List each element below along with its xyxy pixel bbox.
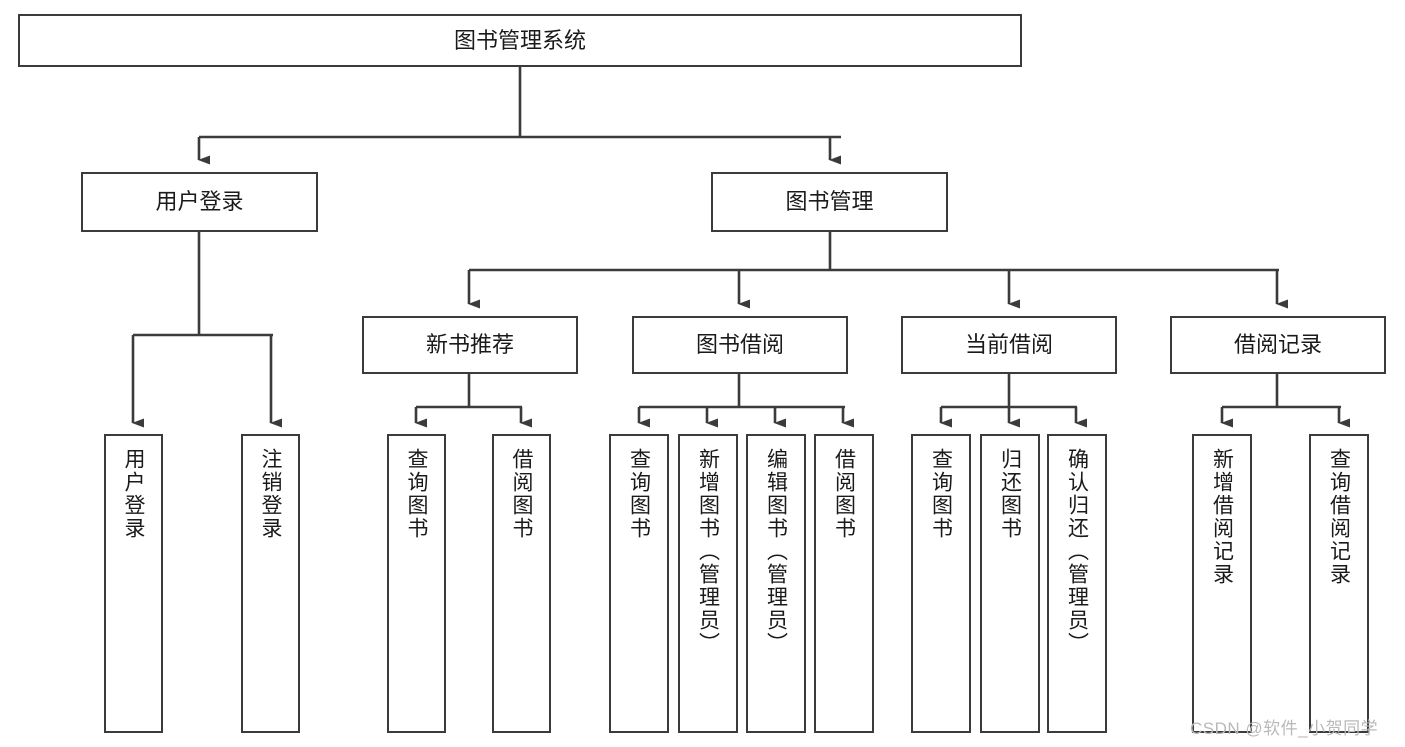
node-label: 归还图书: [998, 448, 1022, 540]
node-label: 图书借阅: [695, 332, 784, 358]
node-leaf-query-record[interactable]: 查询借阅记录: [1309, 434, 1369, 733]
node-label: 用户登录: [122, 448, 145, 540]
node-label: 新书推荐: [425, 332, 514, 358]
node-leaf-user-login[interactable]: 用户登录: [104, 434, 163, 733]
node-leaf-add-record[interactable]: 新增借阅记录: [1192, 434, 1252, 733]
node-leaf-edit-book[interactable]: 编辑图书（管理员）: [746, 434, 806, 733]
node-root-system[interactable]: 图书管理系统: [18, 14, 1022, 67]
node-leaf-query-book-1[interactable]: 查询图书: [387, 434, 446, 733]
node-label: 确认归还（管理员）: [1065, 448, 1089, 655]
node-label: 编辑图书（管理员）: [764, 448, 788, 655]
node-label: 当前借阅: [964, 332, 1053, 358]
node-leaf-logout-login[interactable]: 注销登录: [241, 434, 300, 733]
node-book-borrow[interactable]: 图书借阅: [632, 316, 848, 374]
node-leaf-query-book-2[interactable]: 查询图书: [609, 434, 669, 733]
node-label: 图书管理: [785, 189, 874, 215]
node-user-login[interactable]: 用户登录: [81, 172, 318, 232]
node-new-book-recommend[interactable]: 新书推荐: [362, 316, 578, 374]
node-label: 新增借阅记录: [1210, 448, 1234, 586]
csdn-watermark: CSDN @软件_小贺同学: [1190, 719, 1379, 738]
node-label: 注销登录: [259, 448, 282, 540]
node-label: 查询借阅记录: [1327, 448, 1351, 586]
node-label: 用户登录: [155, 189, 244, 215]
node-leaf-add-book[interactable]: 新增图书（管理员）: [678, 434, 738, 733]
node-current-borrow[interactable]: 当前借阅: [901, 316, 1117, 374]
node-leaf-borrow-book-1[interactable]: 借阅图书: [492, 434, 551, 733]
node-label: 借阅图书: [832, 448, 856, 540]
node-leaf-return-book[interactable]: 归还图书: [980, 434, 1040, 733]
node-label: 借阅图书: [510, 448, 533, 540]
node-leaf-confirm-return[interactable]: 确认归还（管理员）: [1047, 434, 1107, 733]
node-label: 查询图书: [627, 448, 651, 540]
node-book-management[interactable]: 图书管理: [711, 172, 948, 232]
node-label: 新增图书（管理员）: [696, 448, 720, 655]
node-label: 借阅记录: [1233, 332, 1322, 358]
node-label: 查询图书: [405, 448, 428, 540]
node-label: 图书管理系统: [453, 27, 586, 53]
node-leaf-borrow-book-2[interactable]: 借阅图书: [814, 434, 874, 733]
node-borrow-record[interactable]: 借阅记录: [1170, 316, 1386, 374]
node-label: 查询图书: [929, 448, 953, 540]
node-leaf-query-book-3[interactable]: 查询图书: [911, 434, 971, 733]
